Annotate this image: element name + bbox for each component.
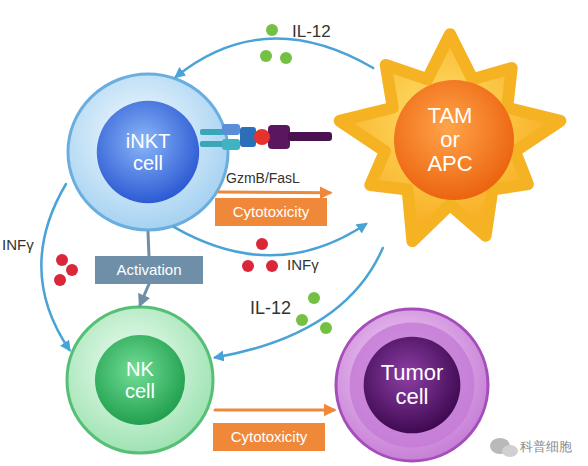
cell-nucleus	[364, 337, 461, 434]
tcr-domain	[240, 127, 256, 147]
node-label: NK cell	[115, 358, 165, 402]
process-box: Cytotoxicity	[213, 423, 325, 451]
cd1d-domain	[268, 125, 290, 149]
ifn-dot	[54, 274, 66, 286]
wechat-bubble	[502, 445, 518, 457]
edge-label: INFγ	[2, 236, 34, 253]
node-text-wrap: Activation	[95, 256, 203, 284]
ifn-dot	[256, 238, 268, 250]
cell-membrane	[68, 74, 228, 230]
ifn-dot	[266, 260, 278, 272]
il12-dot	[308, 292, 320, 304]
tcr-domain	[222, 124, 240, 135]
ifn-dot	[56, 254, 68, 266]
node-text-wrap: TAM or APC	[330, 20, 570, 260]
receptor-complex	[200, 124, 332, 150]
connector-arrow	[215, 248, 383, 358]
cell-nucleus	[97, 101, 199, 203]
cell-nucleus	[394, 80, 514, 200]
il12-dot	[280, 52, 292, 64]
node-text-wrap: Cytotoxicity	[215, 198, 327, 226]
il12-dots	[260, 24, 332, 334]
cell-membrane	[336, 309, 488, 461]
tcr-domain	[222, 139, 240, 150]
il12-dot	[266, 24, 278, 36]
tumor-cell: Tumor cell	[334, 307, 490, 463]
lipid-antigen	[254, 129, 270, 145]
il12-dot	[320, 322, 332, 334]
node-label: Tumor cell	[376, 361, 448, 409]
connector-arrow	[174, 224, 366, 255]
node-text-wrap: NK cell	[65, 305, 215, 455]
connector-arrow	[219, 191, 331, 195]
watermark-icon	[490, 438, 518, 457]
ifn-dot	[242, 260, 254, 272]
tam-cell: TAM or APC	[330, 20, 570, 260]
ifn-dot	[66, 264, 78, 276]
cell-membrane	[67, 307, 213, 453]
wechat-bubble	[490, 438, 510, 454]
connector-arrow	[41, 184, 69, 350]
inkt-cell: iNKT cell	[66, 72, 230, 232]
watermark-text: 科普细胞	[520, 438, 572, 456]
edge-label: INFγ	[287, 256, 319, 273]
connector-arrow	[215, 409, 334, 412]
node-text-wrap: Cytotoxicity	[213, 423, 325, 451]
process-box: Cytotoxicity	[215, 198, 327, 226]
macrophage-body	[340, 34, 561, 241]
edge-label: IL-12	[250, 298, 291, 319]
cd1d-stalk	[288, 132, 332, 141]
node-label: TAM or APC	[419, 104, 481, 177]
node-label: Activation	[116, 262, 181, 279]
il12-dot	[296, 314, 308, 326]
nk-cell: NK cell	[65, 305, 215, 455]
cell-nucleus	[95, 335, 185, 425]
connector-arrow	[140, 284, 149, 305]
node-label: Cytotoxicity	[231, 429, 308, 446]
connector-arrow	[148, 232, 149, 256]
il12-dot	[260, 50, 272, 62]
tcr-chain	[200, 141, 224, 147]
process-box: Activation	[95, 256, 203, 284]
connector-arrow	[176, 39, 373, 77]
edge-label: IL-12	[292, 22, 331, 42]
edge-label: GzmB/FasL	[226, 170, 300, 186]
cell-cytoplasm-ring	[350, 323, 475, 448]
node-text-wrap: iNKT cell	[66, 72, 230, 232]
node-label: Cytotoxicity	[233, 204, 310, 221]
ifn-dots	[54, 238, 278, 286]
node-label: iNKT cell	[119, 130, 177, 174]
tcr-chain	[200, 129, 224, 135]
node-text-wrap: Tumor cell	[334, 307, 490, 463]
